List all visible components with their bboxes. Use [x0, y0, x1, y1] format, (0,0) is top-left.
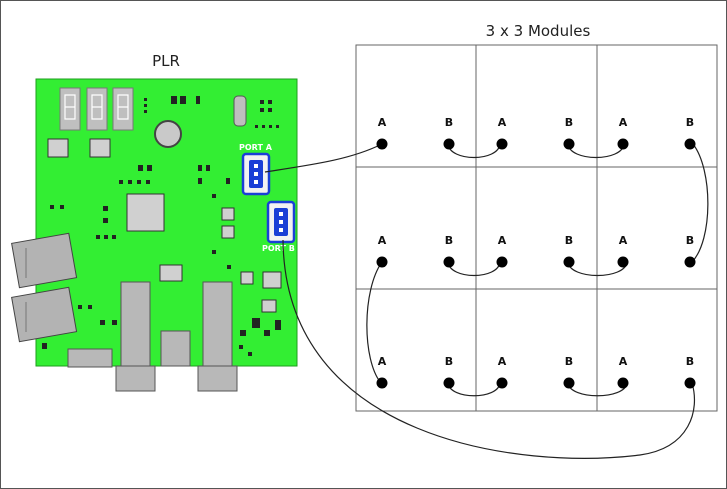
module-3-port-a-dot: [617, 138, 629, 150]
module-2-port-b-label: B: [565, 116, 573, 129]
module-8-port-a-label: A: [498, 355, 507, 368]
port-b-connector: [266, 200, 296, 244]
module-4-port-a-dot: [376, 256, 388, 268]
module-9-port-b-label: B: [686, 355, 694, 368]
cable-r1-r2: [691, 143, 709, 263]
module-6-port-a-label: A: [619, 234, 628, 247]
cable-port-a: [264, 143, 383, 173]
module-5-port-a-dot: [496, 256, 508, 268]
module-8-port-a-dot: [496, 377, 508, 389]
modules-grid: [355, 44, 718, 412]
module-6-port-a-dot: [617, 256, 629, 268]
module-5-port-b-dot: [563, 256, 575, 268]
module-6-port-b-label: B: [686, 234, 694, 247]
module-6-port-b-dot: [684, 256, 696, 268]
module-7-port-a-dot: [376, 377, 388, 389]
module-1-port-b-dot: [443, 138, 455, 150]
module-8-port-b-dot: [563, 377, 575, 389]
module-5-port-a-label: A: [498, 234, 507, 247]
cable-port-b: [282, 239, 696, 459]
cable-r1-1: [447, 143, 501, 159]
module-ports: A B A B A B A B A B A B A B A B A B: [376, 116, 696, 389]
module-3-port-b-label: B: [686, 116, 694, 129]
cable-r1-2: [567, 143, 625, 159]
module-9-port-b-dot: [684, 377, 696, 389]
module-7-port-b-dot: [443, 377, 455, 389]
module-9-port-a-dot: [617, 377, 629, 389]
port-a-label: PORT A: [239, 143, 273, 152]
module-2-port-a-dot: [496, 138, 508, 150]
module-8-port-b-label: B: [565, 355, 573, 368]
plr-board: PORT A PORT B: [11, 78, 298, 392]
module-4-port-a-label: A: [378, 234, 387, 247]
plr-title: PLR: [152, 52, 180, 70]
module-2-port-b-dot: [563, 138, 575, 150]
module-2-port-a-label: A: [498, 116, 507, 129]
module-3-port-a-label: A: [619, 116, 628, 129]
module-1-port-b-label: B: [445, 116, 453, 129]
module-7-port-b-label: B: [445, 355, 453, 368]
module-4-port-b-label: B: [445, 234, 453, 247]
cable-r2-r3: [366, 261, 383, 384]
module-3-port-b-dot: [684, 138, 696, 150]
port-a-connector: [241, 152, 271, 196]
seven-segment-displays: [59, 87, 134, 131]
module-9-port-a-label: A: [619, 355, 628, 368]
module-1-port-a-dot: [376, 138, 388, 150]
modules-title: 3 x 3 Modules: [486, 22, 591, 40]
module-5-port-b-label: B: [565, 234, 573, 247]
module-1-port-a-label: A: [378, 116, 387, 129]
module-4-port-b-dot: [443, 256, 455, 268]
module-7-port-a-label: A: [378, 355, 387, 368]
port-b-label: PORT B: [262, 244, 295, 253]
